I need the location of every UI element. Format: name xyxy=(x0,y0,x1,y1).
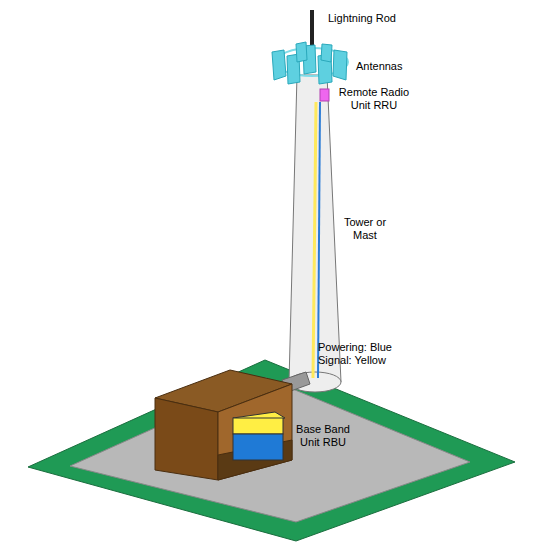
antenna-panels xyxy=(272,42,347,84)
concrete-pad xyxy=(70,378,470,522)
signal-label: Signal: Yellow xyxy=(318,354,428,367)
signal-cable xyxy=(313,102,316,378)
shelter-interior xyxy=(218,384,292,480)
tower-label: Tower or Mast xyxy=(340,216,390,242)
antenna-label: Antennas xyxy=(356,60,426,73)
bbu-label: Base Band Unit RBU xyxy=(288,423,358,449)
power-label: Powering: Blue xyxy=(318,341,428,354)
power-cable xyxy=(318,102,320,378)
rod-label: Lightning Rod xyxy=(328,12,418,25)
rru-label: Remote Radio Unit RRU xyxy=(334,86,414,112)
bbu-lower xyxy=(233,434,283,460)
shelter-wall xyxy=(155,398,218,480)
tower-mast xyxy=(289,75,341,382)
lightning-rod xyxy=(310,10,314,50)
ground xyxy=(28,360,515,541)
bbu-upper xyxy=(233,418,283,434)
rru-unit xyxy=(320,89,329,101)
